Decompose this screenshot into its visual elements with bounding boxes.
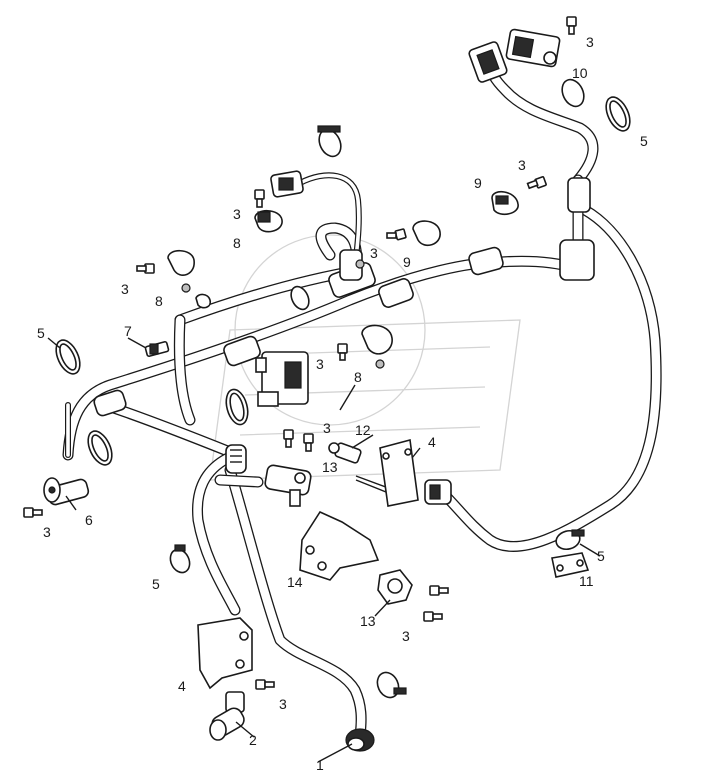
callout-12: 12: [355, 422, 371, 438]
callout-3: 3: [518, 157, 526, 173]
wiring-harness-hoses: [62, 56, 662, 741]
callout-3: 3: [121, 281, 129, 297]
callout-4: 4: [178, 678, 186, 694]
bolt-3-d: [386, 228, 407, 241]
hose-junctions: [93, 177, 595, 417]
right-connector: [424, 479, 452, 505]
bolt-3-i: [23, 507, 43, 518]
bolt-3-e: [136, 263, 155, 274]
watermark-logo: [209, 234, 521, 481]
part-8-connector-top: [270, 170, 304, 198]
part-2-sensor: [209, 691, 245, 741]
callout-10: 10: [572, 65, 588, 81]
part-1-connector: [345, 728, 375, 752]
part-11-plate: [551, 552, 590, 578]
bolt-3-j: [429, 585, 449, 596]
bolt-3-c: [254, 189, 265, 208]
callout-5: 5: [597, 548, 605, 564]
bolts: [23, 16, 577, 690]
callout-9: 9: [403, 254, 411, 270]
part-14-bracket: [299, 510, 380, 581]
callout-13: 13: [360, 613, 376, 629]
clips: [55, 78, 631, 699]
callout-13: 13: [322, 459, 338, 475]
central-connector-block: [255, 351, 309, 407]
components: [43, 28, 590, 752]
callout-1: 1: [316, 757, 324, 773]
callout-3: 3: [43, 524, 51, 540]
mid-plug: [225, 444, 247, 474]
bolt-3-b: [526, 176, 547, 190]
part-13-sensor-upper: [264, 464, 312, 507]
callout-8: 8: [354, 369, 362, 385]
callout-11: 11: [579, 573, 594, 589]
part-6-sensor: [43, 477, 90, 506]
bolt-3-a: [566, 16, 577, 35]
callout-3: 3: [586, 34, 594, 50]
bolt-3-f: [337, 343, 348, 361]
callout-2: 2: [249, 732, 257, 748]
callout-14: 14: [287, 574, 303, 590]
callout-7: 7: [124, 323, 132, 339]
callout-3: 3: [233, 206, 241, 222]
part-4-bracket-upper: [379, 438, 419, 507]
callout-5: 5: [37, 325, 45, 341]
bolt-3-k: [423, 611, 443, 622]
callout-5: 5: [640, 133, 648, 149]
callout-3: 3: [323, 420, 331, 436]
callout-3: 3: [316, 356, 324, 372]
leader-lines: [47, 337, 601, 763]
callout-8: 8: [155, 293, 163, 309]
bolt-3-g: [283, 429, 294, 448]
callout-3: 3: [370, 245, 378, 261]
callout-3: 3: [279, 696, 287, 712]
bolt-3-l: [255, 679, 275, 690]
callout-8: 8: [233, 235, 241, 251]
part-4-bracket-lower: [197, 617, 253, 690]
callout-9: 9: [474, 175, 482, 191]
part-10-connector: [468, 28, 561, 83]
bolt-3-h: [303, 433, 314, 452]
callout-labels: 1 2 3 3 3 3 3 3 3 3 3 3 3 4 4 5 5 5 5 6 …: [37, 34, 648, 773]
callout-5: 5: [152, 576, 160, 592]
part-13-sensor-lower: [377, 569, 413, 605]
callout-4: 4: [428, 434, 436, 450]
callout-6: 6: [85, 512, 93, 528]
callout-3: 3: [402, 628, 410, 644]
